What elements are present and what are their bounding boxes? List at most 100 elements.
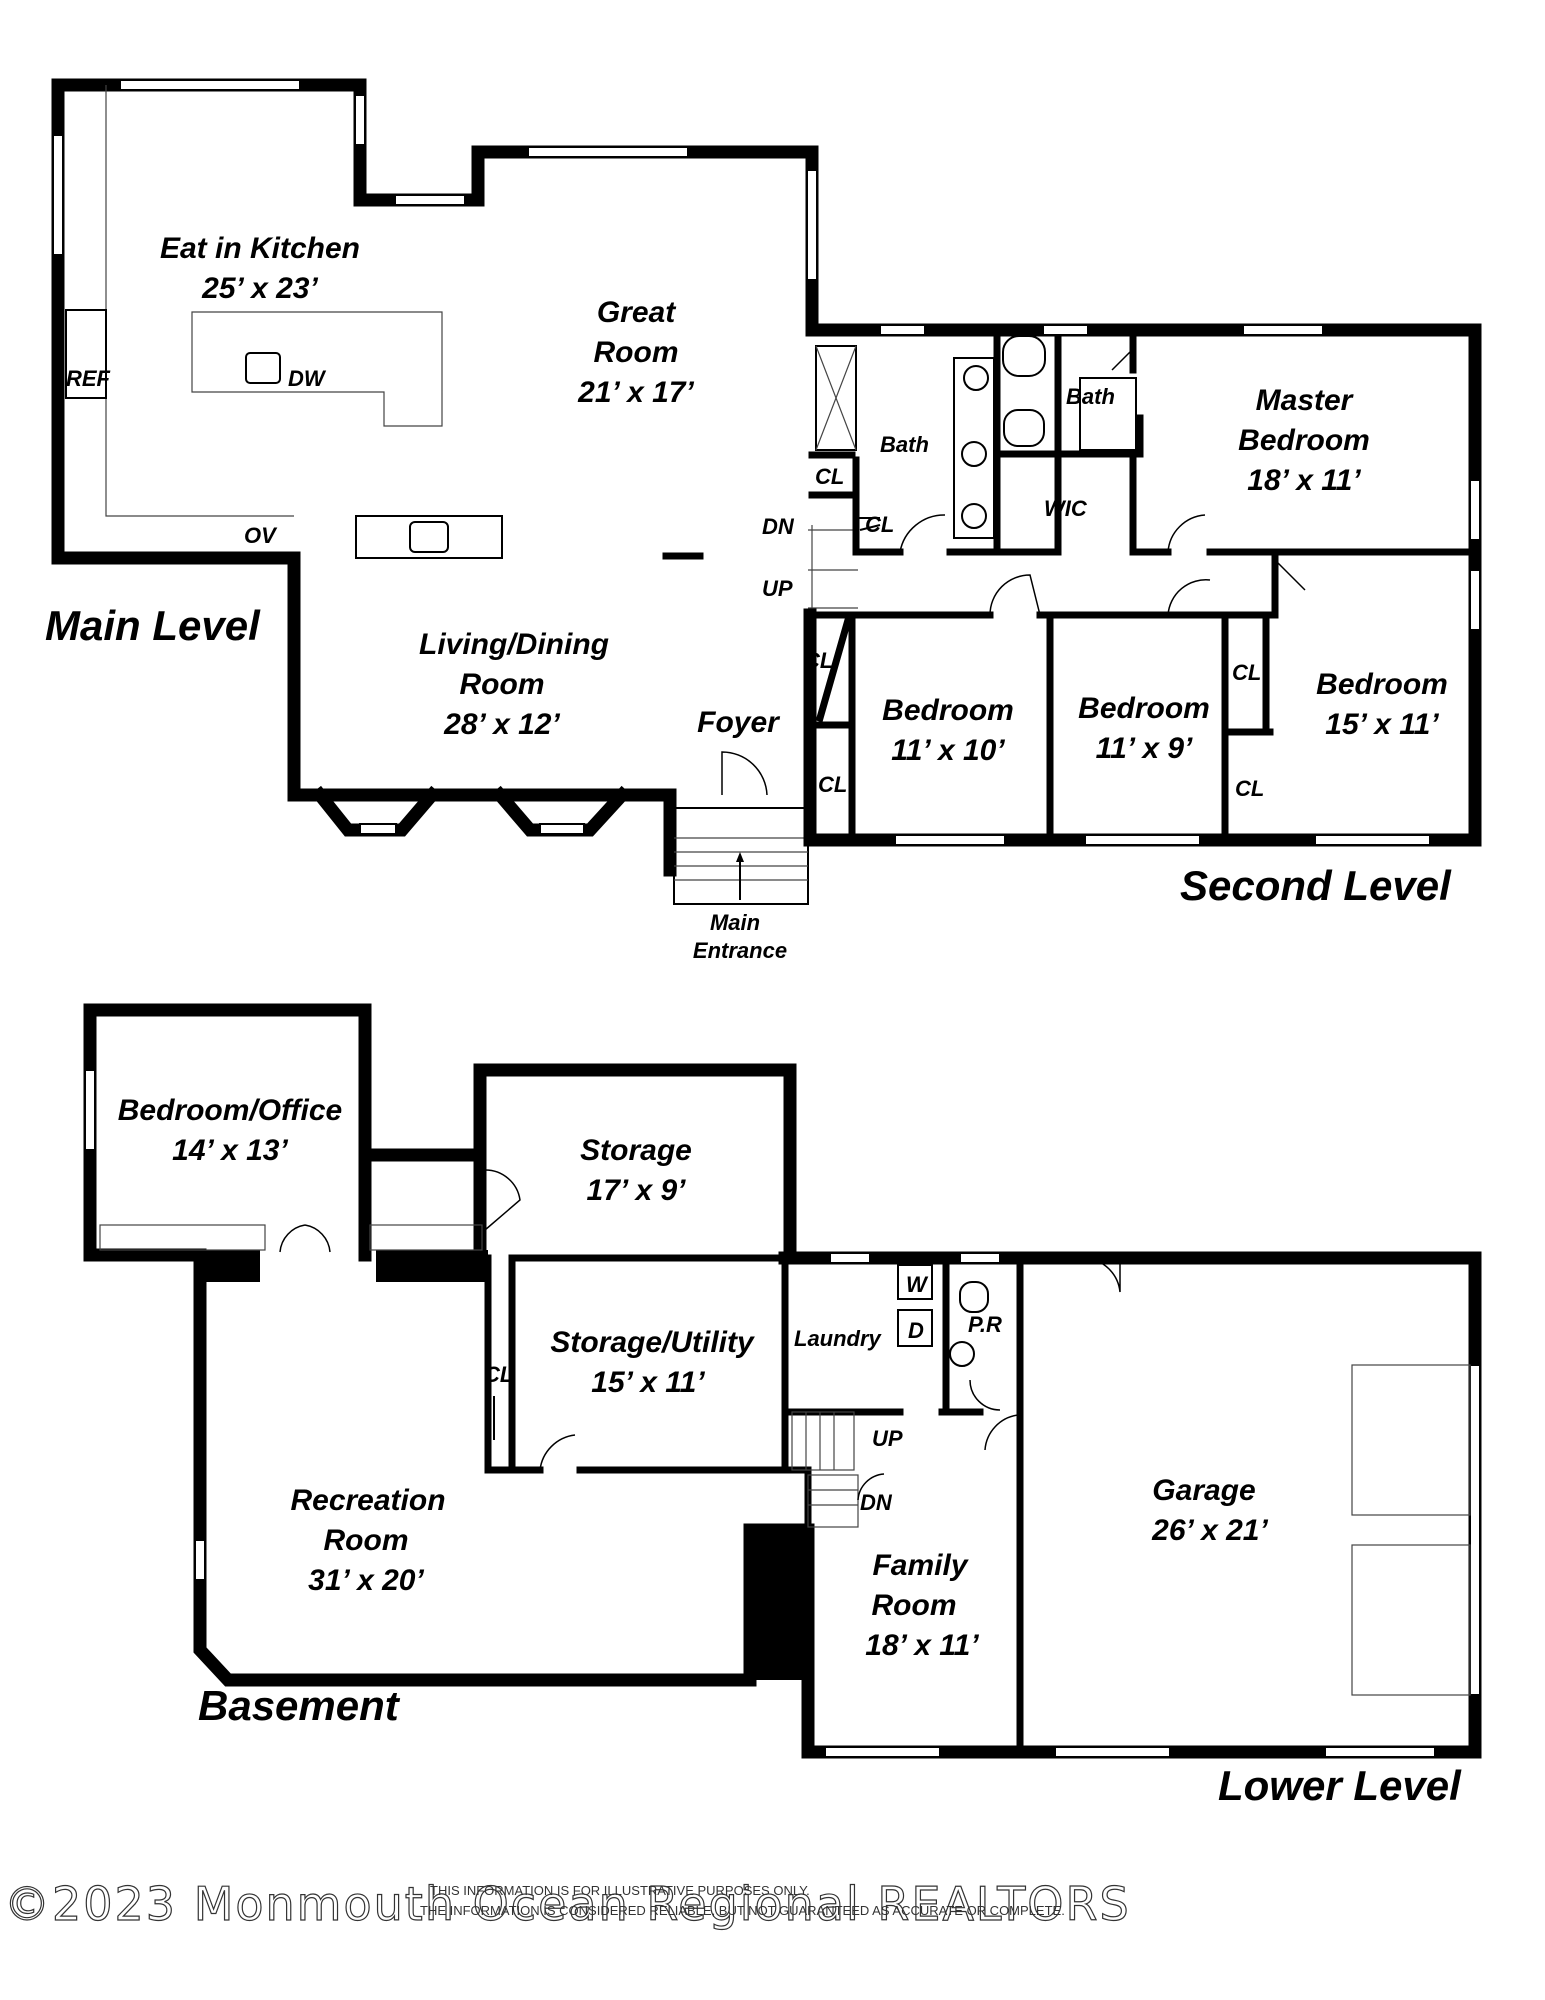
wic-door (1167, 514, 1206, 553)
disclaimer-line-1: THIS INFORMATION IS FOR ILLUSTRATIVE PUR… (430, 1883, 810, 1898)
office-dimensions: 14’ x 13’ (172, 1134, 288, 1167)
living-room-name-2: Room (460, 668, 545, 701)
up-label: UP (762, 576, 793, 601)
main-entrance-label-2: Entrance (693, 938, 787, 963)
bedroom-3-dimensions: 15’ x 11’ (1325, 708, 1439, 741)
stairs-up (791, 1411, 855, 1471)
window (824, 1746, 941, 1758)
closet-label: CL (815, 464, 844, 489)
lower-level-label: Lower Level (1218, 1762, 1462, 1809)
lower-level-outer-wall (778, 1251, 1482, 1759)
office-outer-wall (83, 1003, 372, 1262)
washer-label: W (906, 1272, 929, 1297)
bedroom-1-name: Bedroom (882, 694, 1014, 727)
built-in (99, 1224, 266, 1251)
parking-space (1351, 1544, 1471, 1696)
chimney (750, 1530, 808, 1680)
dryer-label: D (908, 1318, 924, 1343)
front-door (721, 751, 768, 796)
vanity (953, 357, 995, 539)
window (1084, 834, 1201, 846)
bedroom-3-name: Bedroom (1316, 668, 1448, 701)
storage-dimensions: 17’ x 9’ (587, 1174, 687, 1207)
dryer (897, 1309, 933, 1347)
shower (1079, 377, 1137, 451)
bedroom-1-dimensions: 11’ x 10’ (891, 734, 1005, 767)
bedroom-door (989, 574, 1041, 616)
closet-label: CL (1235, 776, 1264, 801)
storage-name: Storage (580, 1134, 692, 1167)
window (527, 146, 689, 158)
window (194, 1539, 206, 1581)
rec-room-dimensions: 31’ x 20’ (308, 1564, 424, 1597)
pr-label: P.R (968, 1312, 1002, 1337)
cooktop-counter (355, 515, 503, 559)
window (52, 134, 64, 256)
second-level-label: Second Level (1180, 862, 1452, 909)
copyright-watermark: ©2023 Monmouth Ocean Regional REALTORS (4, 1877, 1131, 1931)
disclaimer-line-2: THE INFORMATION IS CONSIDERED RELIABLE, … (420, 1903, 1065, 1918)
great-room-name-2: Room (594, 336, 679, 369)
ov-label: OV (244, 523, 278, 548)
great-room-outer-wall (353, 145, 819, 337)
closet-label: CL (865, 512, 894, 537)
basement-outer-wall (473, 1063, 797, 1262)
stairs-down (807, 1474, 859, 1528)
closet-label: CL (1232, 660, 1261, 685)
pr-door (969, 1379, 1001, 1411)
bedroom-2-dimensions: 11’ x 9’ (1096, 732, 1193, 765)
shower (815, 345, 857, 451)
laundry-label: Laundry (794, 1326, 883, 1351)
window (959, 1252, 1001, 1264)
window (359, 823, 397, 835)
footer: ©2023 Monmouth Ocean Regional REALTORS T… (3, 1876, 1131, 1931)
window (1242, 324, 1324, 336)
window (1469, 479, 1481, 541)
window (894, 834, 1006, 846)
cooktop-icon (409, 521, 449, 553)
labels: Main Level Second Level Basement Lower L… (45, 232, 1462, 1809)
wall-fill (200, 1250, 260, 1282)
kitchen-island (191, 311, 443, 427)
toilet-icon (1003, 409, 1045, 447)
lower-level-plan (778, 1251, 1482, 1759)
toilet-icon (963, 365, 989, 391)
entrance-stoop (673, 807, 809, 905)
utility-door (539, 1434, 576, 1471)
window (1054, 1746, 1171, 1758)
rec-room-name-2: Room (324, 1524, 409, 1557)
sink-icon (961, 503, 987, 529)
closet-label: CL (484, 1362, 513, 1387)
main-entrance-label-1: Main (710, 910, 760, 935)
stair-door (857, 1473, 885, 1501)
office-name: Bedroom/Office (118, 1094, 343, 1127)
toilet-icon (1002, 335, 1046, 377)
sink-icon (961, 441, 987, 467)
double-door (279, 1224, 331, 1253)
up-label: UP (872, 1426, 903, 1451)
dn-label: DN (860, 1490, 893, 1515)
basement-label: Basement (198, 1682, 401, 1729)
family-room-name-1: Family (872, 1549, 968, 1582)
sliding-door (394, 194, 466, 206)
window (806, 169, 818, 281)
dw-label: DW (288, 366, 327, 391)
kitchen-counter (105, 85, 294, 517)
great-room-dimensions: 21’ x 17’ (577, 376, 694, 409)
foyer-label: Foyer (697, 706, 781, 739)
dn-label: DN (762, 514, 795, 539)
window (1469, 569, 1481, 631)
window (539, 823, 585, 835)
window (1314, 834, 1431, 846)
bedroom-door (1274, 559, 1306, 591)
bedroom-door (1167, 579, 1211, 616)
bath-door (1111, 345, 1137, 371)
kitchen-name: Eat in Kitchen (160, 232, 360, 265)
ref-label: REF (66, 366, 111, 391)
window (879, 324, 926, 336)
garage-door-interior (984, 1414, 1019, 1451)
bath-1-label: Bath (880, 432, 929, 457)
master-bedroom-dimensions: 18’ x 11’ (1247, 464, 1361, 497)
kitchen-dimensions: 25’ x 23’ (201, 272, 318, 305)
closet-door (899, 514, 946, 553)
